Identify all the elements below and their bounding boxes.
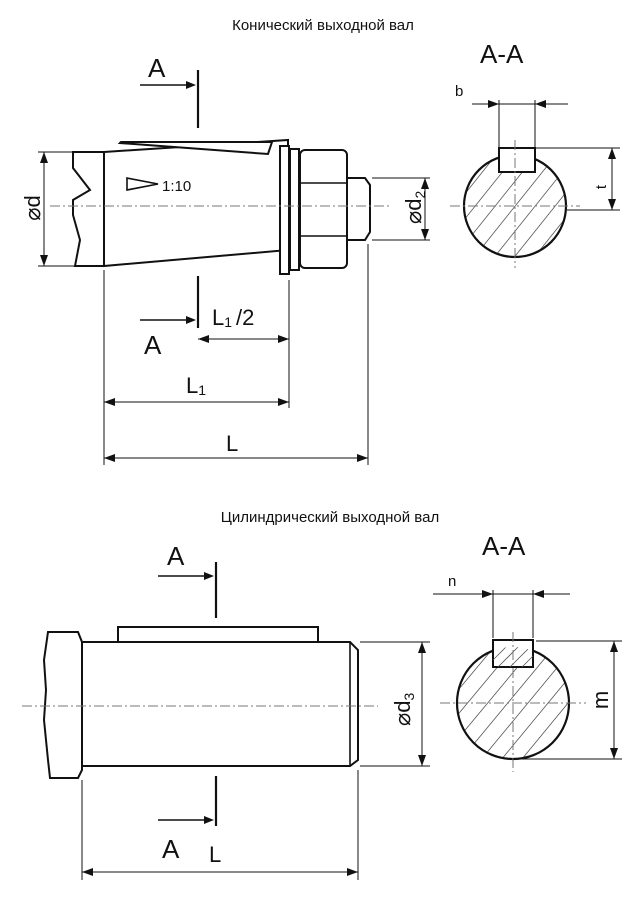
- dim-l1-label: L1: [186, 373, 206, 398]
- dim-d2-label: ⌀d2: [401, 191, 428, 224]
- dim-n-label: n: [448, 573, 456, 590]
- dim-d-label: ⌀d: [20, 195, 45, 220]
- dim-l-label: L: [226, 431, 238, 456]
- cylindrical-section-title: A-A: [482, 531, 526, 561]
- cylindrical-section-view: [455, 639, 571, 761]
- dim-t-label: t: [593, 184, 610, 189]
- taper-ratio: 1:10: [162, 178, 191, 195]
- cylindrical-cut-label-top: A: [167, 541, 185, 571]
- conical-section-view: [462, 147, 568, 259]
- dim-m-label: m: [588, 691, 613, 709]
- conical-cut-label-bottom: A: [144, 330, 162, 360]
- conical-shaft-body: [72, 138, 371, 275]
- dim-b-label: b: [455, 83, 463, 100]
- cylindrical-cut-label-bottom: A: [162, 834, 180, 864]
- dim-l1-half-label: L1/2: [212, 305, 254, 330]
- cylindrical-shaft-body: [42, 626, 359, 779]
- dim-cyl-l-label: L: [209, 842, 221, 867]
- cylindrical-title: Цилиндрический выходной вал: [221, 509, 439, 526]
- taper-symbol-icon: [126, 177, 159, 191]
- conical-section-title: A-A: [480, 39, 524, 69]
- dim-d3-label: ⌀d3: [390, 693, 417, 726]
- conical-title: Конический выходной вал: [232, 17, 414, 34]
- conical-cut-label-top: A: [148, 53, 166, 83]
